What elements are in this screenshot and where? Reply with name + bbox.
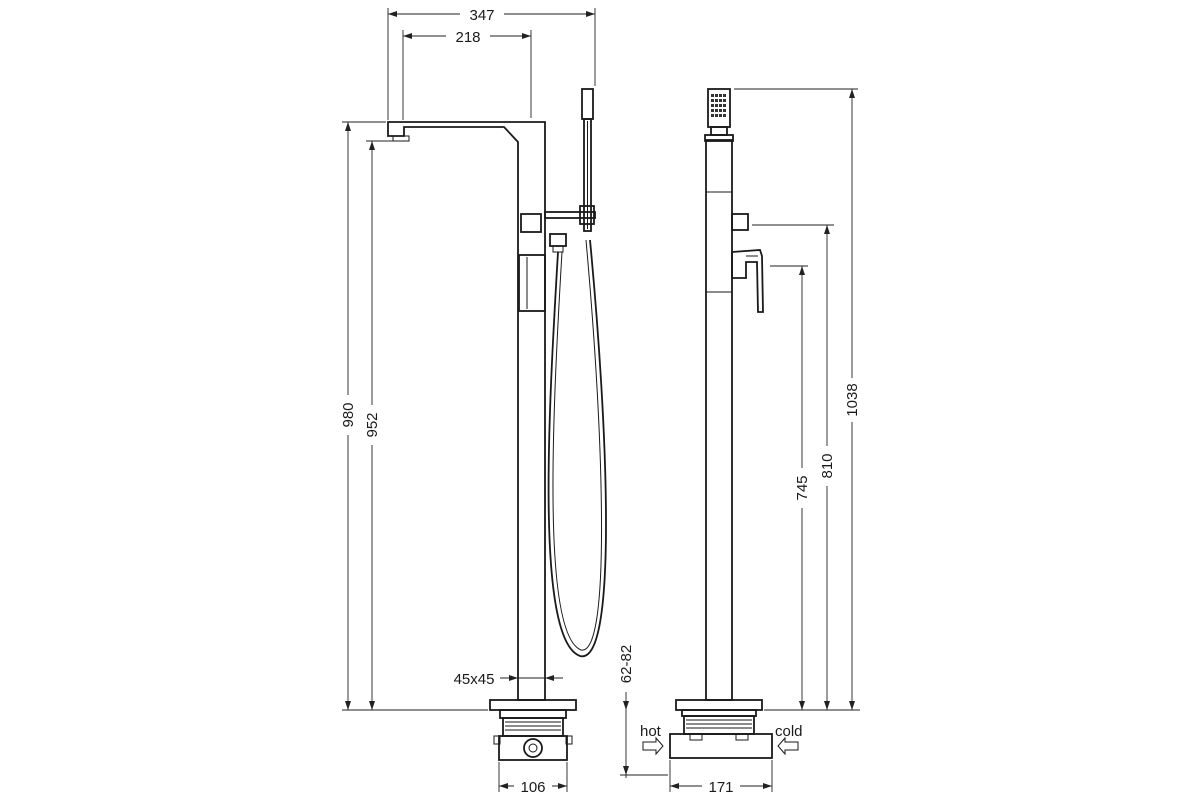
inlet-nut-center <box>528 743 538 753</box>
arrow-218-right <box>522 33 531 39</box>
side-base-plate <box>675 699 763 711</box>
dim-label-810: 810 <box>819 453 836 478</box>
arrow-810-bottom <box>824 701 830 710</box>
arrow-980-top <box>345 122 351 131</box>
side-install-box-tab-left <box>689 733 703 741</box>
base-collar <box>499 709 567 719</box>
side-install-box-tab-right <box>735 733 749 741</box>
install-box-tab-left <box>493 735 501 745</box>
cold-label: cold <box>775 723 803 740</box>
shower-nozzle-grid <box>711 94 726 117</box>
arrow-106-right <box>558 783 567 789</box>
arrow-45x45-right <box>545 675 554 681</box>
diverter-button <box>520 213 542 233</box>
shower-hose <box>547 239 607 657</box>
mixer-panel <box>518 254 546 312</box>
arrow-347-right <box>586 11 595 17</box>
dim-label-62-82: 62-82 <box>618 645 635 683</box>
hose-connector <box>549 233 567 247</box>
arrow-171-right <box>763 783 772 789</box>
shower-hose-inner <box>552 239 602 651</box>
arrow-347-left <box>388 11 397 17</box>
arrow-62-82-top <box>623 701 629 710</box>
side-shower-neck <box>710 126 728 136</box>
arrow-810-top <box>824 225 830 234</box>
arrow-745-bottom <box>799 701 805 710</box>
hand-shower-handle <box>583 118 592 232</box>
arrow-1038-top <box>849 89 855 98</box>
dim-label-45x45: 45x45 <box>454 671 495 688</box>
arrow-171-left <box>670 783 679 789</box>
dim-label-171: 171 <box>708 779 733 796</box>
side-install-box <box>669 733 773 759</box>
spout-outlet <box>392 135 410 142</box>
hot-arrow-icon <box>642 736 664 756</box>
arrow-980-bottom <box>345 701 351 710</box>
install-body <box>502 717 564 737</box>
side-install-body <box>683 715 755 735</box>
dim-label-347: 347 <box>469 7 494 24</box>
inlet-nut <box>523 738 543 758</box>
hand-shower-head <box>581 88 594 120</box>
arrow-106-left <box>499 783 508 789</box>
front-view: 347 218 980 952 45x45 <box>338 5 607 796</box>
dim-label-745: 745 <box>794 475 811 500</box>
arrow-952-top <box>369 141 375 150</box>
dim-label-218: 218 <box>455 29 480 46</box>
arrow-218-left <box>403 33 412 39</box>
arrow-952-bottom <box>369 701 375 710</box>
side-base-collar <box>681 709 757 717</box>
dim-label-106: 106 <box>520 779 545 796</box>
dim-label-1038: 1038 <box>844 383 861 416</box>
install-box-tab-right <box>565 735 573 745</box>
arrow-62-82-bottom <box>623 766 629 775</box>
side-diverter-button <box>731 213 749 231</box>
arrow-45x45-left <box>509 675 518 681</box>
install-box <box>498 735 568 761</box>
side-shower-holder <box>704 134 734 142</box>
arrow-1038-bottom <box>849 701 855 710</box>
dim-label-980: 980 <box>340 402 357 427</box>
arrow-745-top <box>799 266 805 275</box>
hot-label: hot <box>640 723 662 740</box>
cold-arrow-icon <box>777 736 799 756</box>
base-plate <box>489 699 577 711</box>
dim-label-952: 952 <box>364 412 381 437</box>
side-view: hot cold 1038 810 745 62-82 <box>618 88 862 796</box>
side-lever <box>731 249 764 313</box>
side-column <box>705 139 733 701</box>
spout-body <box>387 121 546 701</box>
shower-holder-arm <box>544 211 596 219</box>
